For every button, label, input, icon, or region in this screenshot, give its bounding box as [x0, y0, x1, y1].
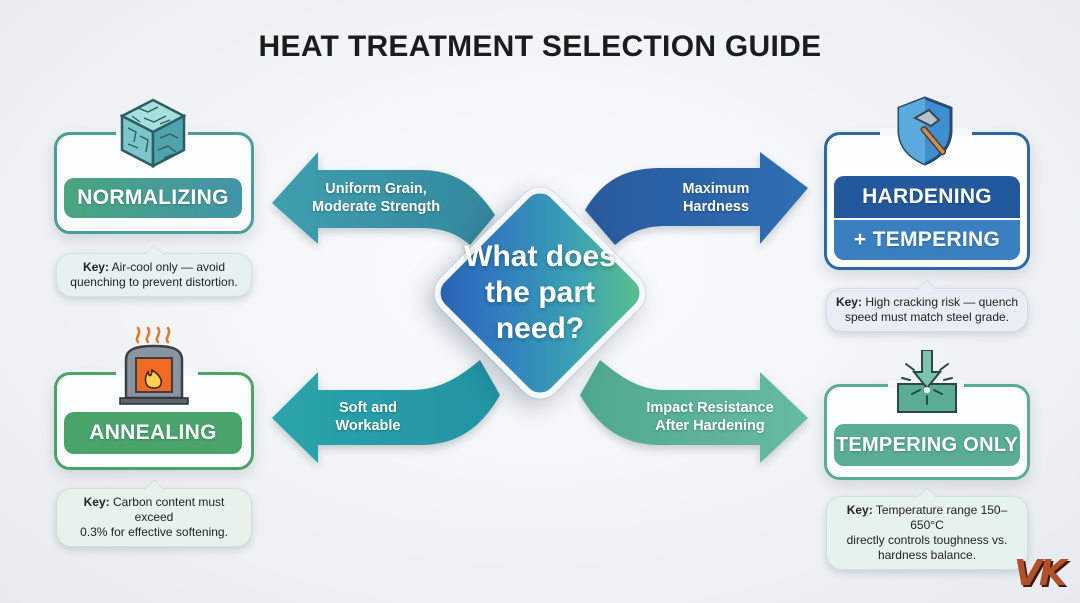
key-text: Temperature range 150–650°C — [875, 503, 1008, 532]
key-note-normalizing: Key: Air-cool only — avoid quenching to … — [56, 244, 252, 297]
treatment-annealing: ANNEALING — [64, 412, 242, 454]
arrow-label-line: Workable — [335, 418, 401, 434]
arrow-label-line: After Hardening — [655, 418, 765, 434]
question-line: What does — [464, 240, 616, 273]
arrow-top-left — [272, 152, 495, 245]
key-note-tempering-only: Key: Temperature range 150–650°C directl… — [826, 487, 1028, 570]
arrow-label-bottom-left: Soft and Workable — [318, 399, 418, 435]
arrow-label-bottom-right: Impact Resistance After Hardening — [630, 399, 790, 435]
key-text: High cracking risk — quench — [865, 295, 1019, 309]
key-text: hardness balance. — [877, 548, 977, 562]
shield-hammer-icon — [897, 96, 953, 166]
key-label: Key: — [83, 495, 110, 509]
treatment-normalizing: NORMALIZING — [64, 178, 242, 218]
card-hardening: HARDENING + TEMPERING — [824, 128, 1030, 270]
card-normalizing: NORMALIZING — [54, 128, 254, 234]
arrow-label-line: Impact Resistance — [646, 400, 774, 416]
furnace-icon — [119, 326, 189, 405]
grain-cube-icon — [120, 98, 186, 168]
key-note-annealing: Key: Carbon content must exceed 0.3% for… — [56, 479, 252, 547]
arrow-label-line: Hardness — [682, 199, 750, 215]
key-label: Key: — [835, 295, 862, 309]
arrow-label-line: Maximum — [682, 181, 750, 197]
question-line: the part — [484, 276, 595, 309]
treatment-tempering-only: TEMPERING ONLY — [834, 424, 1020, 466]
page-title: HEAT TREATMENT SELECTION GUIDE — [258, 30, 822, 63]
key-text: Carbon content must exceed — [112, 495, 225, 524]
arrow-bottom-left — [272, 360, 500, 463]
key-text: quenching to prevent distortion. — [70, 275, 238, 289]
arrow-label-line: Soft and — [339, 400, 397, 416]
arrow-label-line: Uniform Grain, — [325, 181, 427, 197]
question-line: need? — [495, 312, 585, 345]
arrow-bottom-right — [580, 360, 808, 463]
key-text: Air-cool only — avoid — [111, 260, 226, 274]
key-label: Key: — [846, 503, 873, 517]
key-text: 0.3% for effective softening. — [80, 525, 228, 539]
arrow-label-line: Moderate Strength — [311, 199, 441, 215]
treatment-hardening: HARDENING — [834, 176, 1020, 218]
decision-diamond: What does the part need? — [425, 178, 655, 408]
arrow-label-top-left: Uniform Grain, Moderate Strength — [296, 180, 456, 216]
key-text: directly controls toughness vs. — [846, 533, 1008, 547]
arrow-label-top-right: Maximum Hardness — [656, 180, 776, 216]
key-note-hardening: Key: High cracking risk — quench speed m… — [826, 279, 1028, 332]
vk-logo-icon: VK — [1014, 553, 1067, 594]
impact-arrow-icon — [897, 350, 957, 413]
key-text: speed must match steel grade. — [844, 310, 1010, 324]
key-label: Key: — [82, 260, 109, 274]
treatment-tempering-addon: + TEMPERING — [834, 220, 1020, 260]
center-question: What does the part need? — [425, 178, 655, 408]
arrow-top-right — [585, 152, 808, 245]
